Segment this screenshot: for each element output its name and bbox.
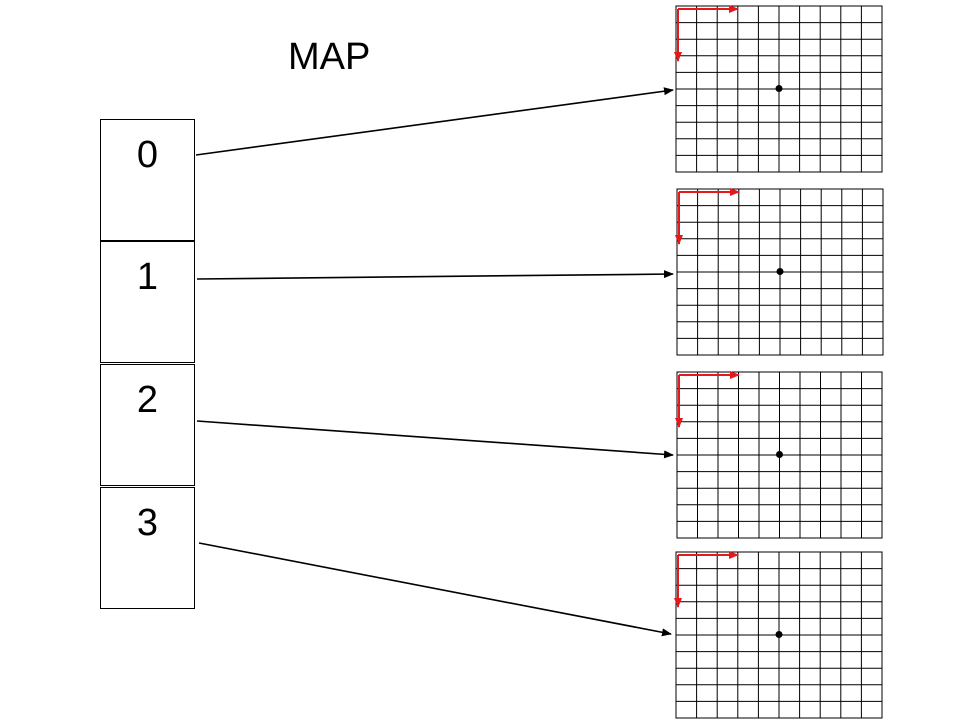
center-dot (776, 268, 784, 275)
index-cell-0: 0 (100, 119, 195, 241)
center-dot (775, 631, 783, 638)
index-cell-1: 1 (100, 241, 195, 363)
index-label-0: 0 (136, 134, 159, 176)
index-cell-3: 3 (100, 487, 195, 609)
connector-arrows (195, 87, 674, 637)
index-label-3: 3 (136, 502, 159, 544)
grid-map-0 (674, 5, 883, 173)
connector-arrow-0 (195, 87, 674, 156)
connector-arrow-2 (196, 420, 674, 459)
grid-map-1 (675, 188, 884, 356)
grid-maps (674, 5, 884, 719)
center-dot (776, 451, 783, 458)
index-label-2: 2 (136, 379, 159, 421)
center-dot (775, 85, 783, 92)
map-title: MAP (288, 36, 371, 78)
index-cell-2: 2 (100, 364, 195, 486)
connector-arrow-3 (198, 542, 672, 637)
grid-map-2 (675, 371, 883, 539)
grid-map-3 (674, 551, 883, 719)
connector-arrow-1 (196, 270, 674, 280)
index-label-1: 1 (136, 256, 159, 298)
